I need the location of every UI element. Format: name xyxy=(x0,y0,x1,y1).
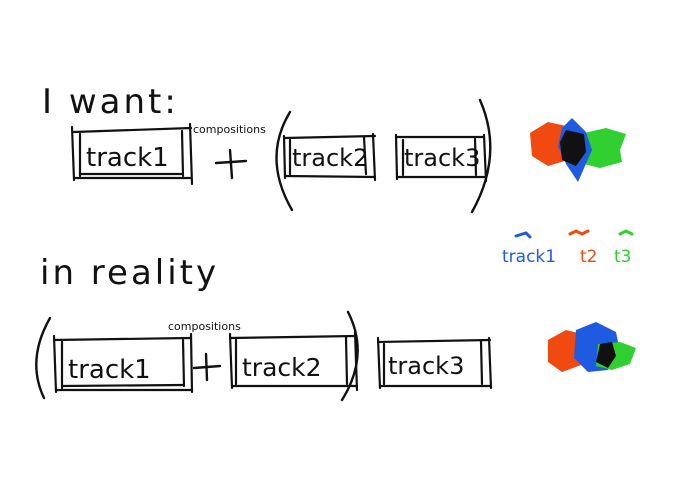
reality-track3-label: track3 xyxy=(388,352,464,380)
reality-blob-overlap xyxy=(596,342,616,368)
want-track2-box xyxy=(282,132,377,182)
reality-track2-label: track2 xyxy=(242,353,322,382)
reality-plus-sign xyxy=(192,352,222,382)
want-blob-track3 xyxy=(580,128,626,168)
want-compositions-label: compositions xyxy=(193,123,266,136)
want-group-parens xyxy=(275,98,492,214)
reality-compositions-label: compositions xyxy=(168,320,241,333)
want-heading: I want: xyxy=(42,82,179,122)
legend-label-t2: t2 xyxy=(580,247,597,267)
want-composite-illustration xyxy=(530,118,626,182)
want-track1-label: track1 xyxy=(86,143,169,173)
want-blob-overlap xyxy=(560,130,586,166)
legend-mark-t2 xyxy=(568,229,590,236)
legend-mark-track1 xyxy=(514,231,532,239)
legend-label-t3: t3 xyxy=(614,247,631,267)
want-track3-box xyxy=(394,133,488,183)
want-track3-label: track3 xyxy=(404,144,480,172)
reality-track1-label: track1 xyxy=(68,355,151,385)
legend-label-track1: track1 xyxy=(502,247,556,267)
want-plus-sign xyxy=(214,148,248,180)
legend-mark-t3 xyxy=(618,229,634,236)
want-track1-box xyxy=(70,122,194,186)
reality-composite-illustration xyxy=(548,322,636,372)
reality-track1-box xyxy=(52,332,194,394)
reality-track2-box xyxy=(228,330,359,392)
want-track2-label: track2 xyxy=(292,144,368,172)
reality-track3-box xyxy=(376,336,493,390)
reality-group-parens xyxy=(35,310,359,402)
color-legend: track1 t2 t3 xyxy=(502,229,634,267)
reality-heading: in reality xyxy=(40,253,219,293)
